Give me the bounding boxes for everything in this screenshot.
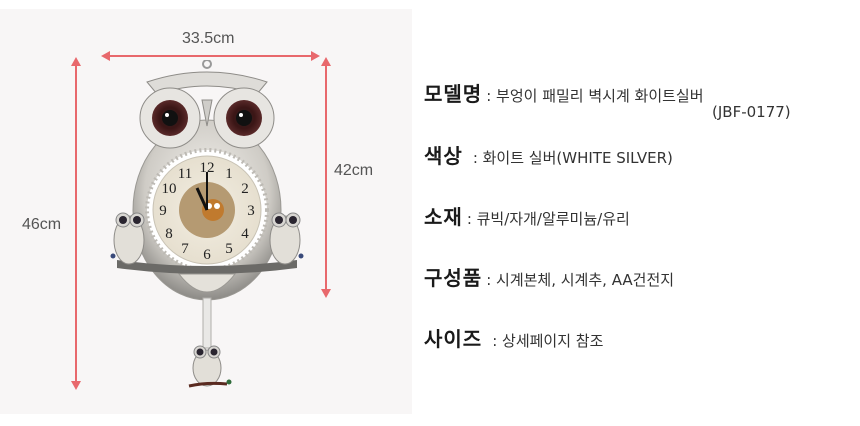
spec-color: 색상 : 화이트 실버(WHITE SILVER) — [424, 140, 673, 169]
spec-material: 소재: 큐빅/자개/알루미늄/유리 — [424, 201, 630, 230]
svg-text:10: 10 — [162, 181, 177, 197]
svg-text:9: 9 — [159, 203, 167, 219]
svg-text:2: 2 — [241, 181, 249, 197]
spec-label: 모델명 — [424, 82, 483, 106]
svg-text:11: 11 — [178, 166, 192, 182]
arrow-down-icon — [71, 381, 81, 390]
arrow-up-icon — [321, 57, 331, 66]
svg-text:8: 8 — [165, 226, 173, 242]
svg-text:4: 4 — [241, 226, 249, 242]
arrow-up-icon — [71, 57, 81, 66]
svg-text:12: 12 — [200, 160, 215, 176]
arrow-down-icon — [321, 289, 331, 298]
spec-value: : 부엉이 패밀리 벽시계 화이트실버 — [486, 87, 704, 105]
arrow-left-icon — [101, 51, 110, 61]
spec-value: : 시계본체, 시계추, AA건전지 — [486, 271, 675, 289]
spec-label: 색상 — [424, 144, 463, 168]
svg-text:3: 3 — [247, 203, 255, 219]
arrow-right-icon — [311, 51, 320, 61]
spec-model-name: 모델명: 부엉이 패밀리 벽시계 화이트실버 — [424, 78, 704, 107]
svg-text:7: 7 — [181, 241, 189, 257]
owl-clock-image: 12 1 2 3 4 5 6 7 8 9 10 11 — [110, 60, 304, 388]
width-dimension-label: 33.5cm — [182, 30, 235, 47]
width-dimension-line — [106, 55, 314, 57]
svg-text:6: 6 — [203, 247, 211, 263]
spec-value: : 상세페이지 참조 — [492, 332, 604, 350]
spec-label: 소재 — [424, 205, 463, 229]
spec-size: 사이즈 : 상세페이지 참조 — [424, 323, 603, 352]
spec-value: : 큐빅/자개/알루미늄/유리 — [466, 210, 630, 228]
spec-label: 사이즈 — [424, 327, 483, 351]
body-height-label: 42cm — [334, 162, 374, 179]
spec-value: : 화이트 실버(WHITE SILVER) — [472, 149, 673, 167]
svg-text:1: 1 — [225, 166, 233, 182]
total-height-label: 46cm — [22, 216, 62, 233]
spec-label: 구성품 — [424, 266, 483, 290]
total-height-line — [75, 62, 77, 384]
svg-text:5: 5 — [225, 241, 233, 257]
spec-components: 구성품: 시계본체, 시계추, AA건전지 — [424, 262, 674, 291]
body-height-line — [325, 62, 327, 292]
model-code: (JBF-0177) — [712, 103, 791, 121]
